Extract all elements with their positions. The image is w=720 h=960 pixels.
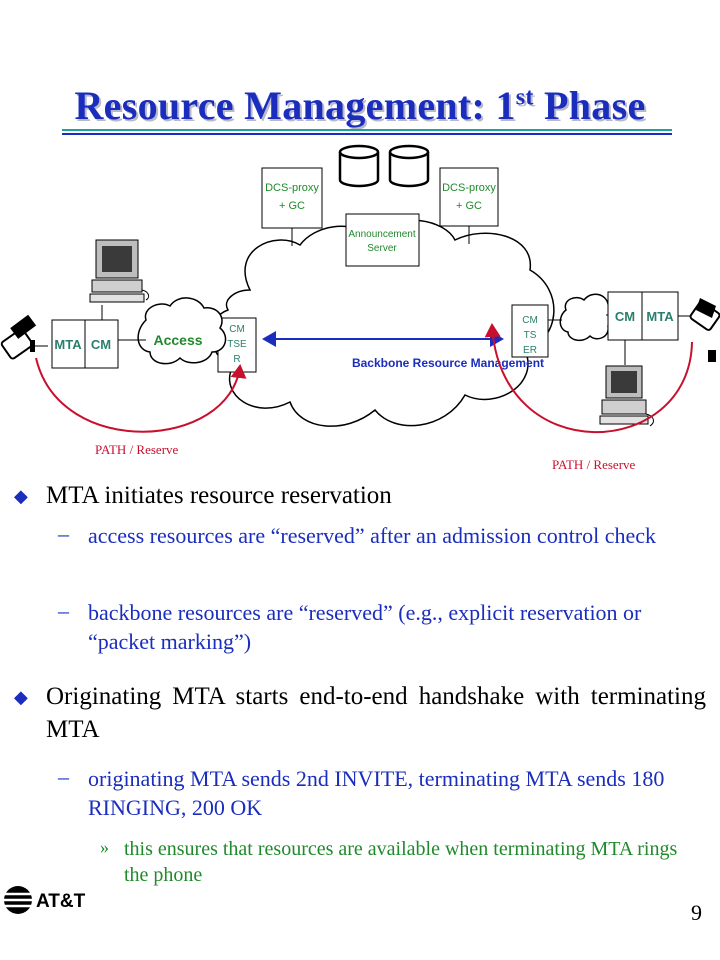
- att-globe-icon: [3, 886, 33, 914]
- page-number: 9: [691, 900, 702, 925]
- access-cloud: [137, 297, 227, 365]
- title-rule-teal: [62, 129, 672, 131]
- announcement-server-box: [345, 213, 420, 267]
- phone-icon-right: [689, 298, 720, 362]
- cmtser-right-box: [511, 304, 549, 358]
- dash-marker: –: [58, 521, 69, 546]
- cmtser-right-line1: CM: [522, 315, 538, 326]
- database-icon: [338, 144, 380, 188]
- announcement-server-line2: Server: [367, 243, 397, 254]
- title-tail: Phase: [533, 83, 646, 128]
- left-mta-label: MTA: [54, 337, 82, 352]
- cmtser-right-line2: TS: [524, 330, 537, 341]
- bullet-1-sub-2: backbone resources are “reserved” (e.g.,…: [88, 600, 642, 654]
- right-mta-label: MTA: [646, 309, 674, 324]
- dcs-proxy-left-line2: + GC: [279, 200, 305, 212]
- bullet-2: Originating MTA starts end-to-end handsh…: [46, 683, 706, 743]
- database-icon: [388, 144, 430, 188]
- raquo-marker: »: [100, 837, 109, 857]
- path-reserve-label-right: PATH / Reserve: [552, 457, 636, 472]
- right-cm-label: CM: [615, 309, 635, 324]
- cmtser-left-line1: CM: [229, 324, 245, 335]
- dcs-proxy-left-box: [261, 167, 323, 229]
- cmtser-left-line3: R: [233, 354, 240, 365]
- left-cm-label: CM: [91, 337, 111, 352]
- title-main: Resource Management: 1: [74, 83, 516, 128]
- cmtser-right-line3: ER: [523, 345, 537, 356]
- dash-marker: –: [58, 764, 69, 789]
- right-cm-mta-box: [607, 291, 679, 341]
- title-rule-blue: [62, 133, 672, 135]
- att-logo-text: AT&T: [36, 891, 86, 912]
- phone-icon-left: [0, 314, 48, 360]
- path-reserve-label-left: PATH / Reserve: [95, 442, 179, 457]
- title-superscript: st: [515, 84, 534, 111]
- dcs-proxy-right-line2: + GC: [456, 200, 482, 212]
- announcement-server-line1: Announcement: [348, 229, 415, 240]
- bullet-diamond-icon: ◆: [14, 687, 28, 708]
- bullet-2-sub-1: originating MTA sends 2nd INVITE, termin…: [88, 766, 665, 820]
- path-reserve-arrow-left: [35, 357, 247, 433]
- slide-title: Resource Management: 1st Phase: [0, 82, 720, 129]
- bullet-1-sub-1: access resources are “reserved” after an…: [88, 523, 657, 548]
- computer-icon-left: [89, 239, 150, 303]
- backbone-label: Backbone Resource Management: [352, 356, 544, 370]
- access-cloud-right: [559, 293, 616, 342]
- bullet-1: MTA initiates resource reservation: [46, 482, 392, 509]
- dcs-proxy-left-line1: DCS-proxy: [265, 182, 319, 194]
- bullet-diamond-icon: ◆: [14, 486, 28, 507]
- access-label: Access: [153, 332, 202, 348]
- cmtser-left-line2: TSE: [227, 339, 247, 350]
- network-diagram: DCS-proxy + GC DCS-proxy + GC Announceme…: [0, 144, 720, 472]
- bullet-2-subsub-1: this ensures that resources are availabl…: [124, 838, 678, 886]
- path-reserve-arrow-right: [484, 323, 693, 434]
- dcs-proxy-right-line1: DCS-proxy: [442, 182, 496, 194]
- computer-icon-right: [599, 365, 654, 427]
- att-logo: AT&T: [0, 880, 110, 925]
- dash-marker: –: [58, 598, 69, 623]
- dcs-proxy-right-box: [439, 167, 499, 227]
